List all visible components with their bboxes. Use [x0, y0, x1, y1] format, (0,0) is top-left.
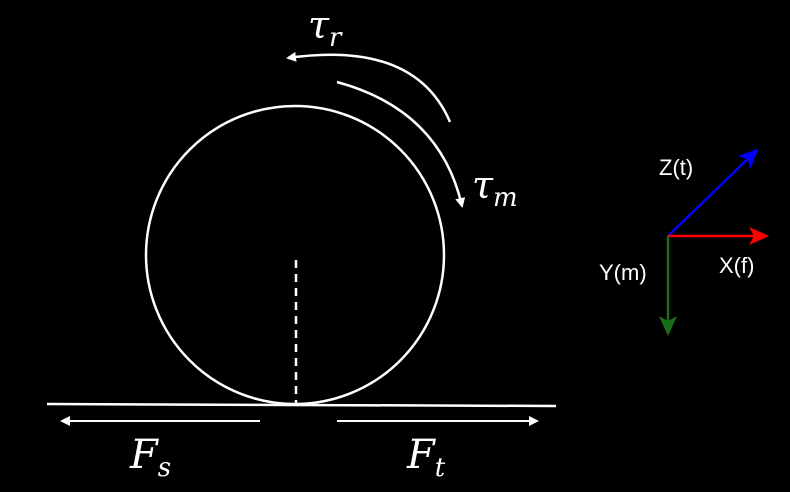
z-axis-arrow	[667, 148, 759, 237]
tau-r-arrow	[286, 51, 452, 123]
ground-line	[46, 402, 557, 408]
tau-m-arrow	[336, 80, 466, 208]
z-axis-label: Z(t)	[659, 155, 693, 180]
fs-label: Fs	[129, 432, 171, 483]
tau-m-label: τm	[472, 163, 518, 213]
ft-label: Ft	[406, 432, 446, 483]
tau-r-label: τr	[308, 3, 343, 53]
y-axis-label: Y(m)	[599, 260, 647, 285]
x-axis-label: X(f)	[719, 253, 754, 278]
